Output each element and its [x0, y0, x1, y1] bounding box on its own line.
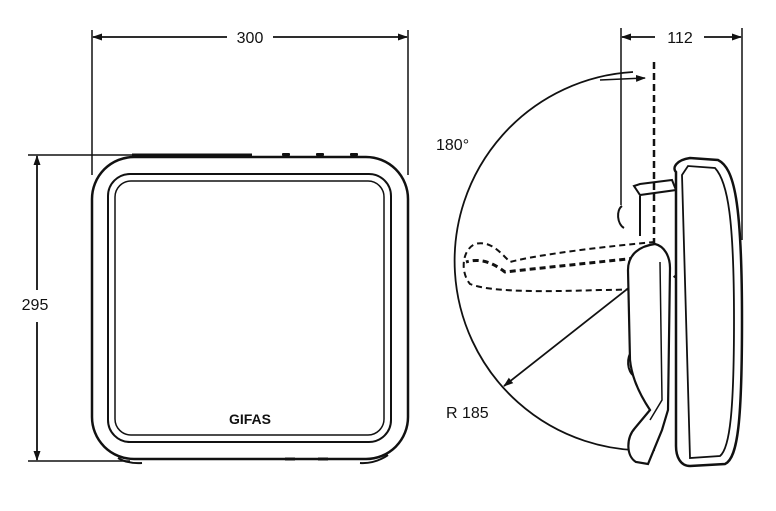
brand-logo: GIFAS — [229, 411, 271, 427]
side-door-inner-edge — [649, 261, 663, 421]
swing-arc — [453, 71, 656, 452]
depth-dimension: 112 — [620, 28, 743, 240]
depth-dimension-label: 112 — [667, 30, 693, 47]
housing-frame — [107, 173, 392, 443]
width-dimension-label: 300 — [237, 30, 264, 47]
side-housing-cover — [681, 165, 735, 459]
height-dimension-label: 295 — [22, 297, 49, 314]
swing-angle-arrow — [599, 74, 646, 82]
open-door-outline — [462, 241, 683, 293]
radius-label: R 185 — [446, 405, 489, 422]
side-view: 112 180° R 185 — [436, 28, 744, 468]
door-panel — [114, 180, 385, 436]
bottom-feet — [117, 454, 389, 465]
housing-outer — [90, 155, 410, 461]
top-knobs — [282, 153, 358, 156]
side-housing-body — [673, 156, 744, 468]
width-dimension: 300 — [91, 30, 409, 175]
side-door-closed — [626, 242, 672, 466]
swing-angle-label: 180° — [436, 137, 469, 154]
front-view: 300 295 GIFAS — [22, 30, 410, 465]
